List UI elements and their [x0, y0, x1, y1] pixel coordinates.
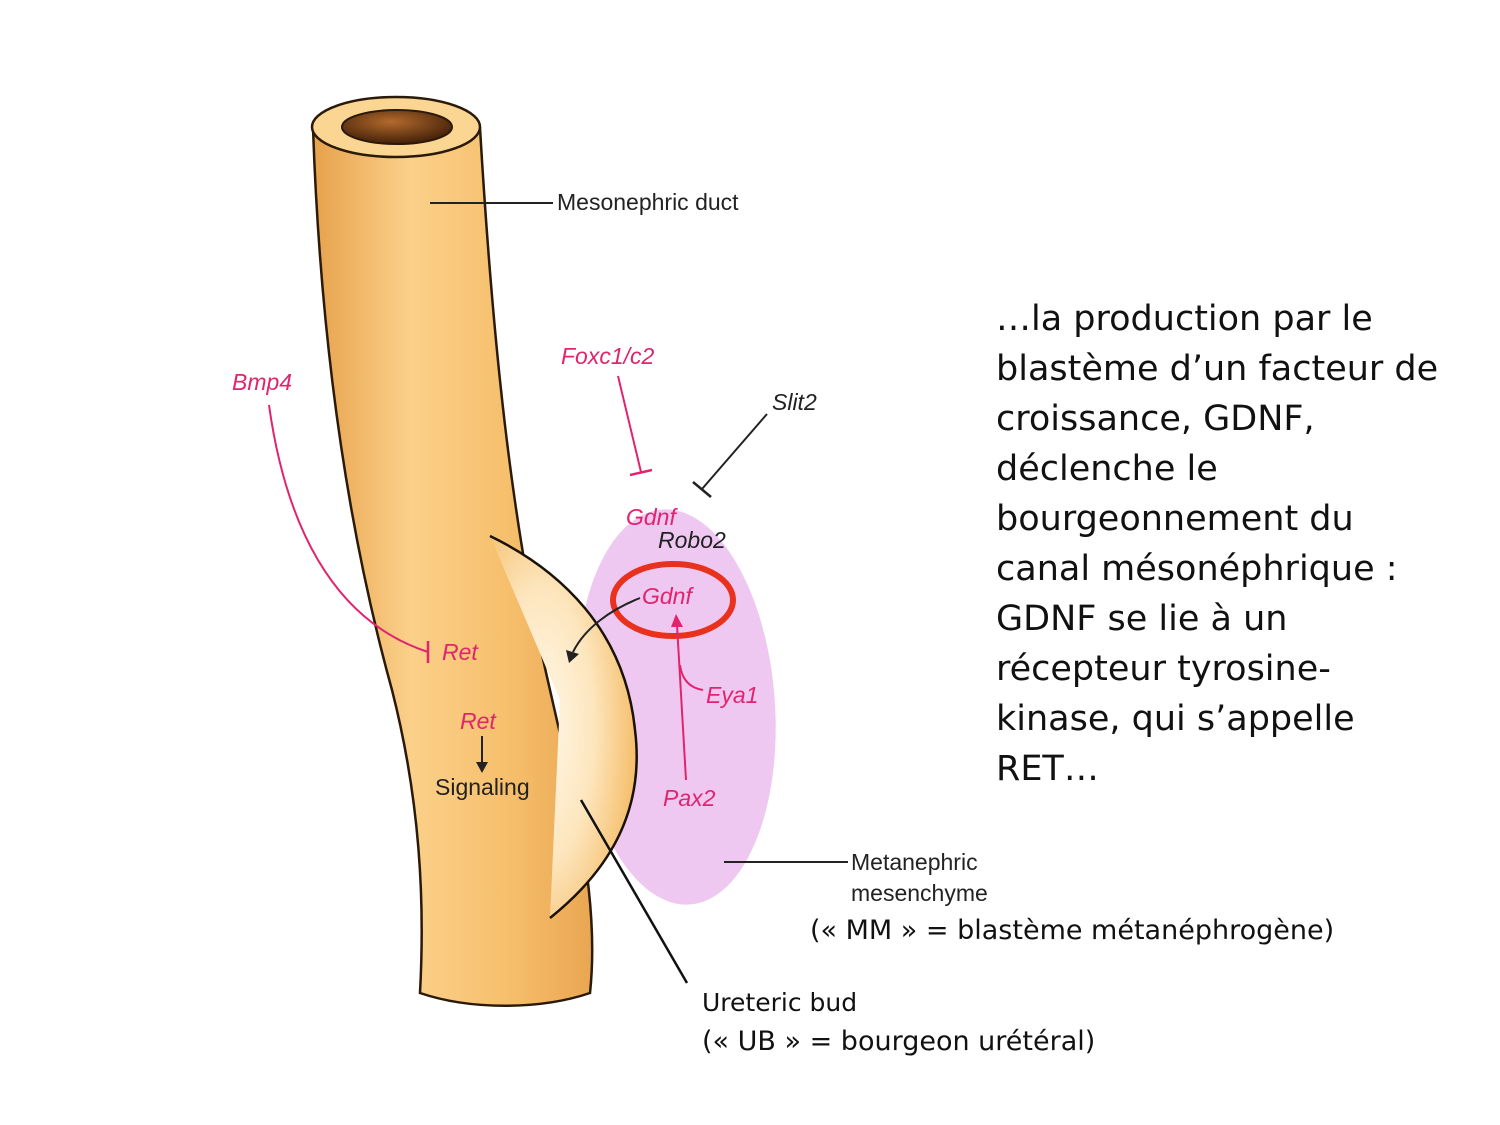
gene-robo2: Robo2	[658, 527, 726, 553]
foxc-inhibition-line	[617, 375, 642, 473]
gene-ret-upper: Ret	[442, 639, 479, 665]
mesonephric-duct	[311, 126, 594, 1007]
label-metanephric-line1: Metanephric	[851, 849, 978, 875]
bmp4-inhibition-line	[268, 404, 429, 653]
explanation-line: kinase, qui s’appelle	[996, 699, 1355, 739]
pax2-gdnf-line	[676, 624, 687, 781]
gene-gdnf-top: Gdnf	[626, 504, 678, 530]
gene-bmp4: Bmp4	[232, 369, 292, 395]
gene-pax2: Pax2	[663, 785, 716, 811]
pax2-gdnf-arrowhead	[671, 614, 683, 627]
explanation-line: bourgeonnement du	[996, 499, 1354, 539]
ureteric-bud-outline	[489, 534, 638, 919]
explanation-line: …la production par le	[996, 299, 1373, 339]
gene-slit2: Slit2	[772, 389, 817, 415]
gdnf-ret-arrow	[572, 597, 641, 653]
label-mesonephric-duct: Mesonephric duct	[557, 189, 739, 215]
label-ub-note: (« UB » = bourgeon urétéral)	[702, 1026, 1095, 1057]
label-ureteric-bud: Ureteric bud	[702, 988, 857, 1017]
gdnf-ret-arrowhead	[566, 650, 579, 663]
foxc-inhibition-bar	[629, 468, 653, 477]
label-mm-note: (« MM » = blastème métanéphrogène)	[810, 915, 1334, 946]
gene-gdnf-circled: Gdnf	[642, 583, 694, 609]
eya1-join-line	[679, 664, 704, 691]
slit2-inhibition-bar	[692, 481, 712, 498]
leader-ureteric-bud	[579, 799, 689, 984]
explanation-line: récepteur tyrosine-	[996, 649, 1331, 689]
explanation-line: croissance, GDNF,	[996, 399, 1315, 439]
gene-ret-lower: Ret	[460, 708, 497, 734]
gene-foxc: Foxc1/c2	[561, 343, 655, 369]
gdnf-highlight-circle	[610, 561, 736, 639]
duct-lumen	[341, 109, 453, 145]
explanation-line: GDNF se lie à un	[996, 599, 1288, 639]
explanation-line: RET…	[996, 749, 1099, 789]
gene-eya1: Eya1	[706, 682, 758, 708]
explanation-line: blastème d’un facteur de	[996, 349, 1439, 389]
slit2-inhibition-line	[701, 413, 768, 490]
ureteric-bud	[490, 536, 637, 918]
explanation-text: …la production par le blastème d’un fact…	[996, 294, 1456, 794]
explanation-line: canal mésonéphrique :	[996, 549, 1398, 589]
label-signaling: Signaling	[435, 774, 530, 800]
explanation-line: déclenche le	[996, 449, 1218, 489]
ret-signaling-arrowhead	[476, 762, 488, 773]
label-metanephric-line2: mesenchyme	[851, 880, 988, 906]
